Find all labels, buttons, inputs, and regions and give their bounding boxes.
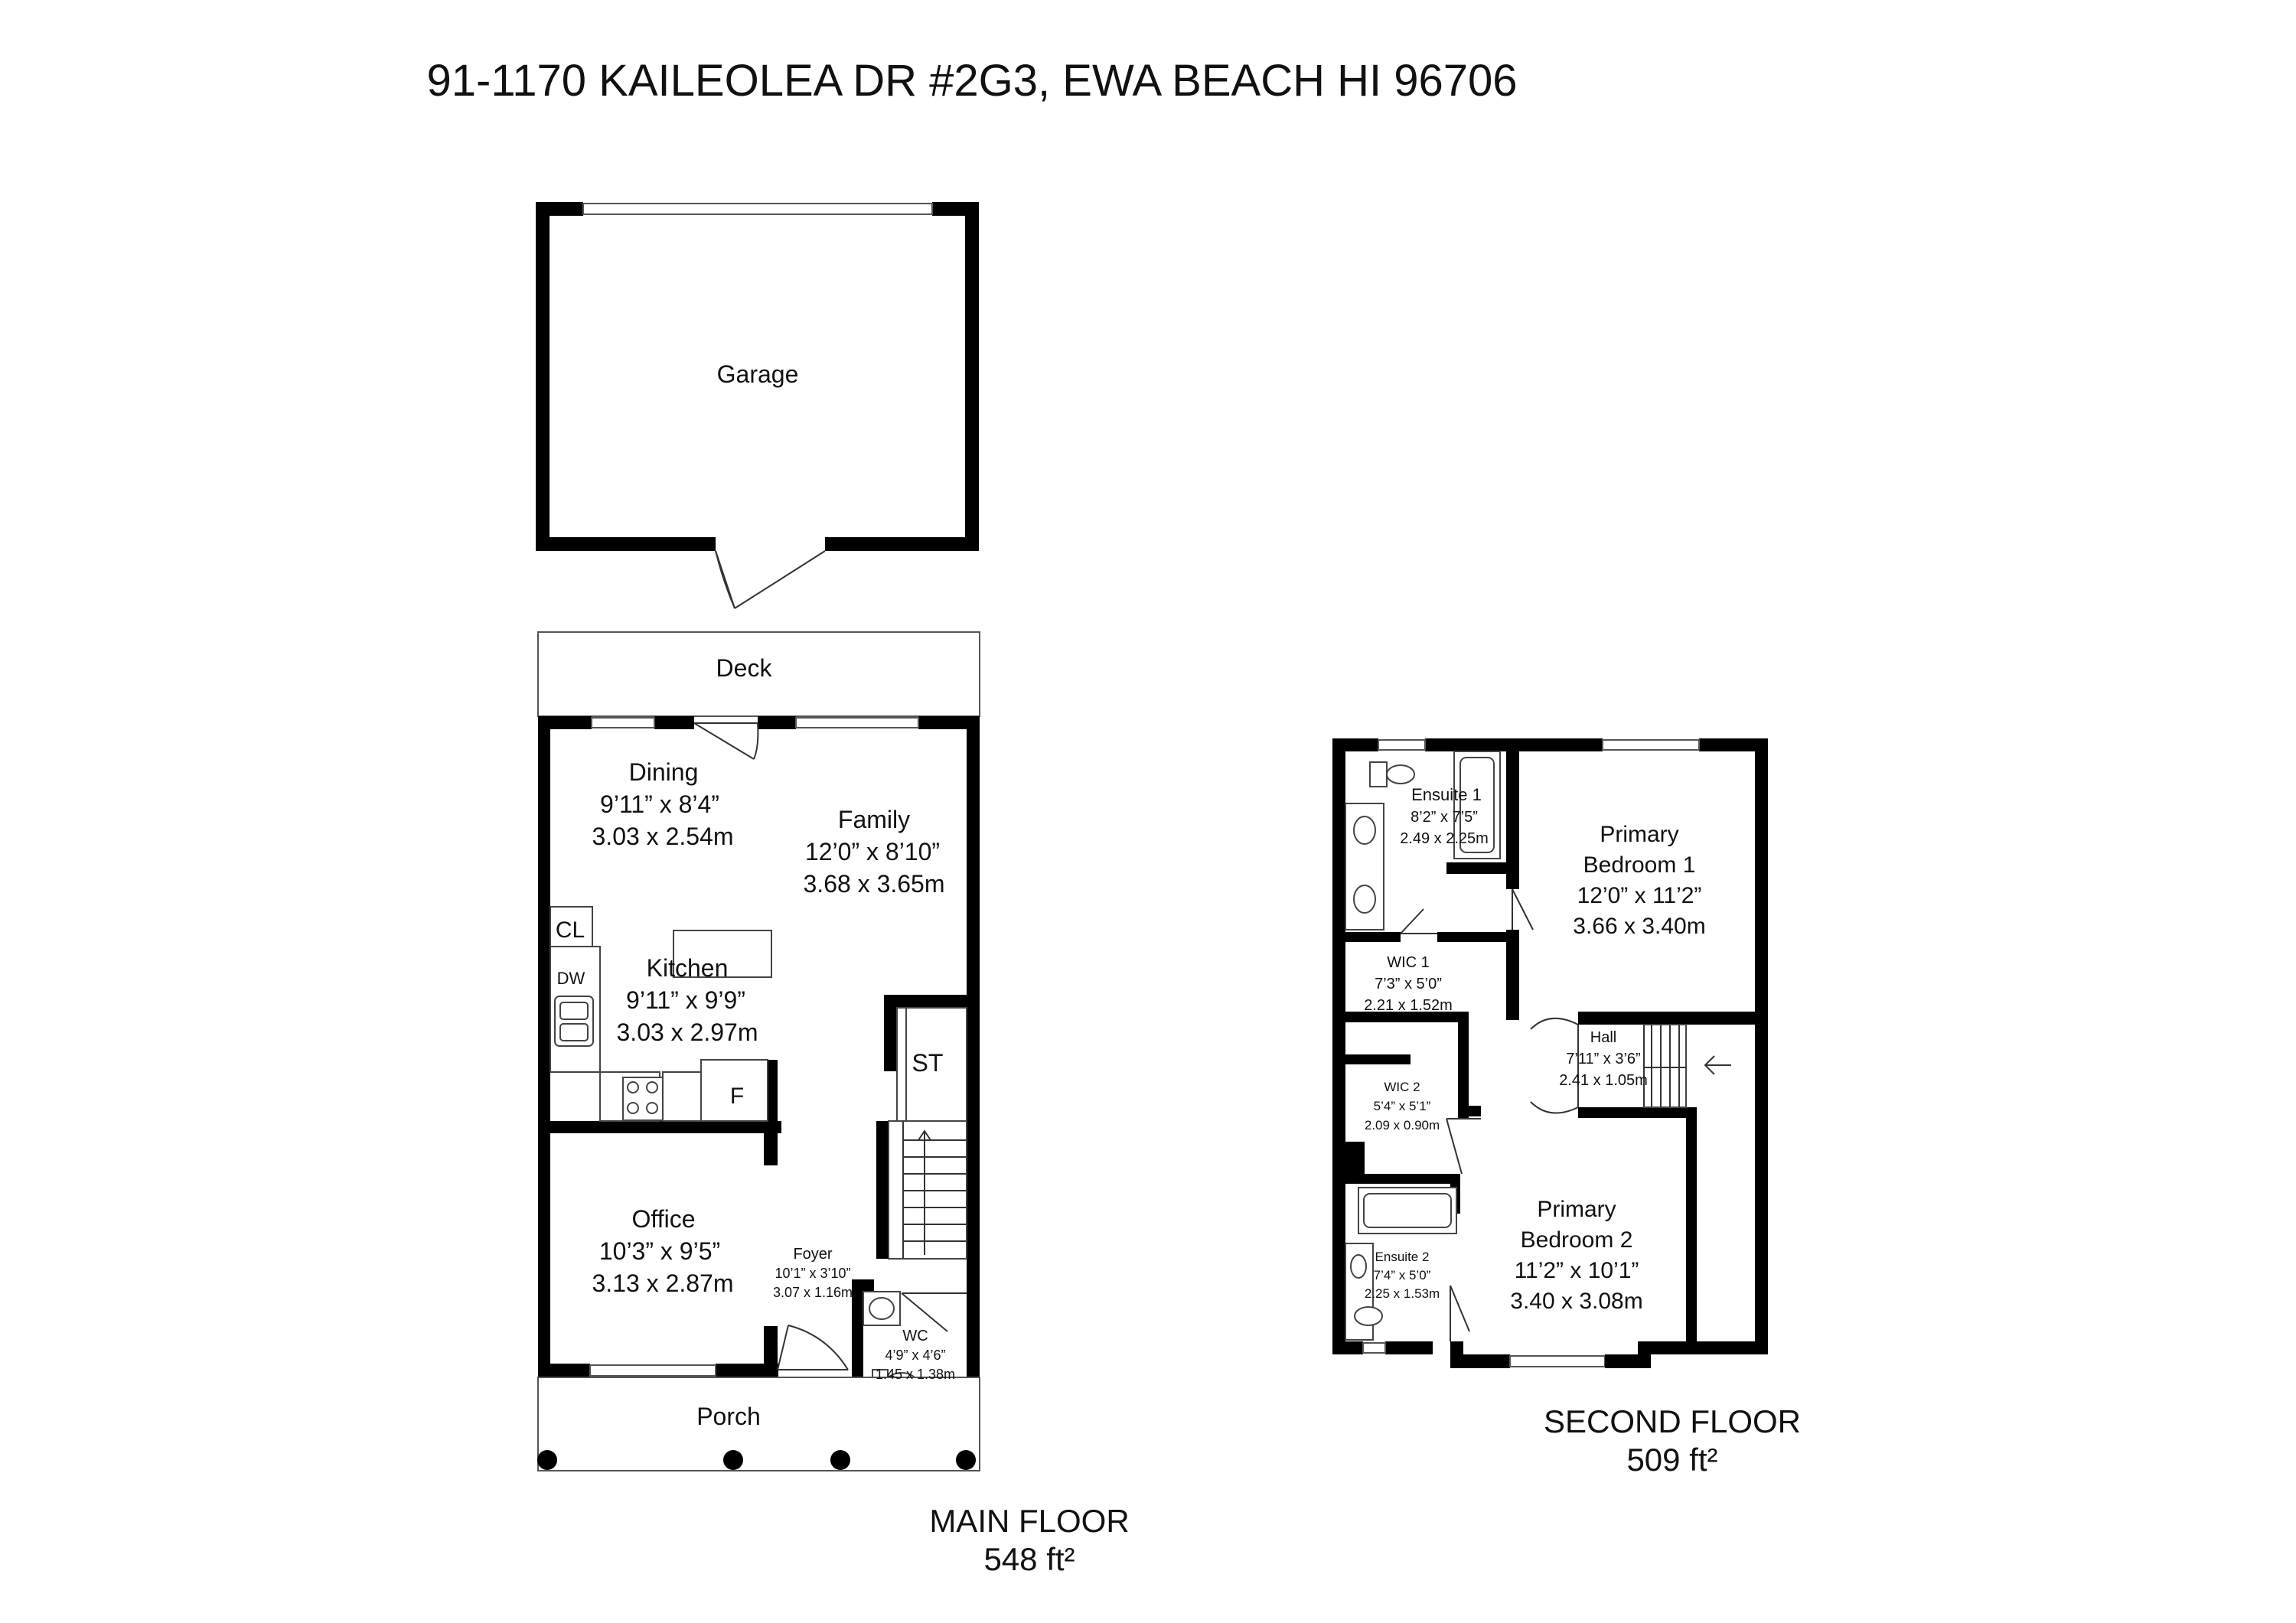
wc-door-icon <box>901 1292 967 1332</box>
ensuite1-imperial: 8’2” x 7’5” <box>1411 809 1478 826</box>
bedroom1-room-label: Primary Bedroom 1 12’0” x 11’2” 3.66 x 3… <box>1573 822 1705 939</box>
wic2-metric: 2.09 x 0.90m <box>1365 1118 1440 1133</box>
wic2-imperial: 5’4” x 5’1” <box>1374 1099 1431 1113</box>
bedroom1-name-line1: Primary <box>1600 822 1678 847</box>
wic1-metric: 2.21 x 1.52m <box>1364 997 1453 1014</box>
bedroom1-imperial: 12’0” x 11’2” <box>1577 883 1702 908</box>
hall-room-label: Hall 7’11” x 3’6” 2.41 x 1.05m <box>1559 1029 1648 1089</box>
ensuite1-name: Ensuite 1 <box>1411 785 1482 804</box>
office-imperial: 10’3” x 9’5” <box>599 1237 720 1265</box>
bedroom2-name-line1: Primary <box>1537 1197 1616 1222</box>
ensuite2-fixtures <box>1345 1118 1481 1341</box>
hall-metric: 2.41 x 1.05m <box>1559 1072 1648 1089</box>
dishwasher-dw-label: DW <box>557 969 585 988</box>
wc-name: WC <box>902 1328 928 1344</box>
wc-room-label: WC 4’9” x 4’6” 1.45 x 1.38m <box>876 1328 955 1382</box>
family-imperial: 12’0” x 8’10” <box>805 838 940 865</box>
stove-icon <box>622 1077 664 1121</box>
closet-cl-label: CL <box>556 917 585 943</box>
ensuite2-name: Ensuite 2 <box>1375 1250 1430 1264</box>
kitchen-name: Kitchen <box>647 954 729 982</box>
bedroom2-imperial: 11’2” x 10’1” <box>1515 1258 1639 1283</box>
second-floor-area: 509 ft² <box>1626 1442 1717 1478</box>
porch-area: Porch <box>537 1377 980 1471</box>
garage-label: Garage <box>717 360 799 388</box>
front-door-icon <box>777 1325 849 1370</box>
wc-metric: 1.45 x 1.38m <box>876 1367 955 1382</box>
second-floor-plan: Ensuite 1 8’2” x 7’5” 2.49 x 2.25m Prima… <box>1332 738 1801 1478</box>
ensuite1-vanity-icon <box>1345 803 1384 930</box>
family-metric: 3.68 x 3.65m <box>804 870 945 898</box>
family-room-label: Family 12’0” x 8’10” 3.68 x 3.65m <box>804 806 945 898</box>
foyer-room-label: Foyer 10’1” x 3’10” 3.07 x 1.16m <box>773 1246 853 1300</box>
ensuite2-room-label: Ensuite 2 7’4” x 5’0” 2.25 x 1.53m <box>1365 1250 1440 1301</box>
office-name: Office <box>632 1205 696 1233</box>
bedroom2-metric: 3.40 x 3.08m <box>1510 1289 1642 1314</box>
dining-name: Dining <box>629 758 699 786</box>
ensuite2-door-icon <box>1450 1285 1470 1341</box>
hall-stairs-icon <box>1643 1024 1731 1108</box>
ensuite2-bathtub-icon <box>1358 1187 1457 1234</box>
ensuite2-vanity-icon <box>1345 1243 1383 1341</box>
wic2-door-icon <box>1446 1118 1481 1175</box>
dining-room-label: Dining 9’11” x 8’4” 3.03 x 2.54m <box>592 758 734 850</box>
sink-icon <box>554 996 594 1047</box>
wic1-imperial: 7’3” x 5’0” <box>1375 976 1442 992</box>
hall-name: Hall <box>1590 1029 1616 1046</box>
wic2-room-label: WIC 2 5’4” x 5’1” 2.09 x 0.90m <box>1365 1080 1440 1133</box>
dining-metric: 3.03 x 2.54m <box>592 823 734 850</box>
second-floor-walls <box>1332 738 1768 1368</box>
hall-doors-icon <box>1530 1017 1579 1114</box>
wic1-room-label: WIC 1 7’3” x 5’0” 2.21 x 1.52m <box>1364 954 1453 1014</box>
main-floor-area: 548 ft² <box>983 1541 1075 1577</box>
foyer-name: Foyer <box>793 1246 832 1263</box>
wic2-name: WIC 2 <box>1384 1080 1420 1094</box>
ensuite1-metric: 2.49 x 2.25m <box>1400 830 1489 847</box>
garage-door-icon <box>715 550 826 609</box>
ensuite1-toilet-icon <box>1369 761 1415 787</box>
foyer-imperial: 10’1” x 3’10” <box>775 1266 850 1281</box>
hall-imperial: 7’11” x 3’6” <box>1566 1051 1640 1067</box>
ensuite1-fixtures <box>1345 751 1534 934</box>
family-name: Family <box>838 806 910 833</box>
deck-area: Deck <box>537 631 980 717</box>
ensuite1-door-icon <box>1400 908 1437 934</box>
bedroom2-name-line2: Bedroom 2 <box>1521 1227 1633 1253</box>
second-floor-label: SECOND FLOOR <box>1544 1403 1801 1439</box>
bedroom2-room-label: Primary Bedroom 2 11’2” x 10’1” 3.40 x 3… <box>1510 1197 1642 1314</box>
stair-treads-icon <box>888 1120 967 1260</box>
office-room-label: Office 10’3” x 9’5” 3.13 x 2.87m <box>592 1205 734 1297</box>
kitchen-fixtures: CL DW F <box>550 906 772 1122</box>
kitchen-metric: 3.03 x 2.97m <box>617 1018 758 1046</box>
main-stairs: ST <box>888 1007 967 1260</box>
dining-door-icon <box>693 722 759 760</box>
storage-st-label: ST <box>912 1049 944 1077</box>
bedroom1-metric: 3.66 x 3.40m <box>1573 914 1705 939</box>
dining-imperial: 9’11” x 8’4” <box>600 790 719 818</box>
garage-room: Garage <box>536 202 979 609</box>
ensuite1-room-label: Ensuite 1 8’2” x 7’5” 2.49 x 2.25m <box>1400 785 1489 847</box>
main-floor-plan: Garage Deck <box>536 202 1130 1577</box>
bedroom1-name-line2: Bedroom 1 <box>1583 852 1696 878</box>
foyer-metric: 3.07 x 1.16m <box>773 1285 853 1300</box>
fridge-f-label: F <box>730 1084 744 1109</box>
deck-label: Deck <box>716 654 773 682</box>
ensuite2-metric: 2.25 x 1.53m <box>1365 1286 1440 1301</box>
bedroom1-door-icon <box>1512 888 1534 930</box>
kitchen-room-label: Kitchen 9’11” x 9’9” 3.03 x 2.97m <box>617 954 758 1046</box>
wic1-name: WIC 1 <box>1387 954 1430 971</box>
property-address-title: 91-1170 KAILEOLEA DR #2G3, EWA BEACH HI … <box>427 56 1518 106</box>
office-metric: 3.13 x 2.87m <box>592 1269 734 1297</box>
ensuite2-imperial: 7’4” x 5’0” <box>1374 1268 1431 1282</box>
porch-label: Porch <box>696 1403 761 1430</box>
wc-imperial: 4’9” x 4’6” <box>885 1348 945 1363</box>
kitchen-imperial: 9’11” x 9’9” <box>626 986 745 1014</box>
main-floor-walls <box>538 716 980 1423</box>
main-floor-label: MAIN FLOOR <box>929 1503 1129 1539</box>
ensuite1-bathtub-icon <box>1453 751 1501 859</box>
